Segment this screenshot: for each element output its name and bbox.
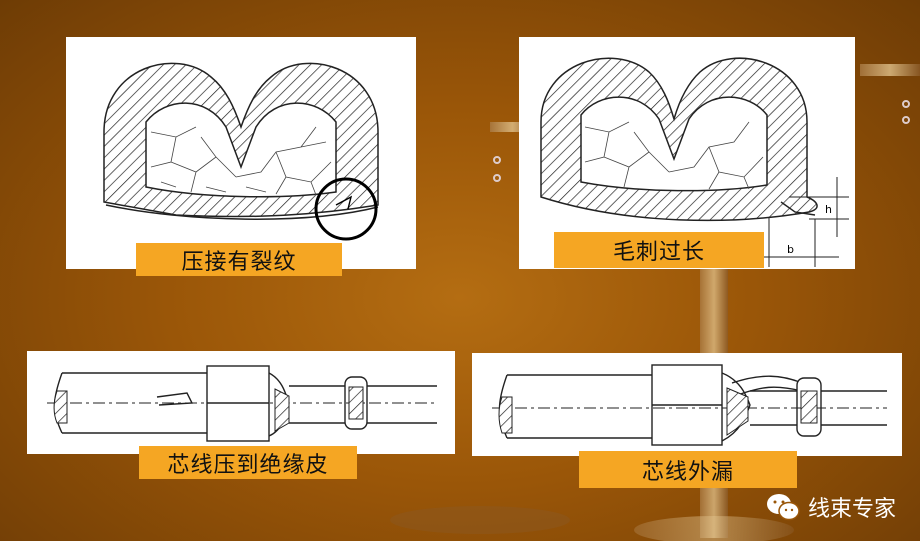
dim-h-label: h [825, 203, 832, 216]
crimp-crack-diagram [103, 62, 379, 241]
core-insulation-diagram [47, 365, 437, 442]
wechat-icon [766, 494, 800, 521]
dim-b-label: b [787, 243, 794, 256]
crack-highlight-circle [314, 177, 378, 241]
core-exposed-diagram [492, 364, 887, 446]
panel-burr-too-long: h b [519, 37, 855, 269]
burr-diagram: h b [540, 57, 849, 267]
panel-core-exposed [472, 353, 902, 456]
watermark-text: 线束专家 [807, 497, 896, 522]
label-crimp-crack: 压接有裂纹 [136, 243, 342, 276]
panel-core-on-insulation [27, 351, 455, 454]
label-core-exposed: 芯线外漏 [579, 451, 797, 488]
label-burr-too-long: 毛刺过长 [554, 232, 764, 268]
watermark: 线束专家 [766, 491, 896, 523]
label-core-on-insulation: 芯线压到绝缘皮 [139, 446, 357, 479]
panel-crimp-crack [66, 37, 416, 269]
